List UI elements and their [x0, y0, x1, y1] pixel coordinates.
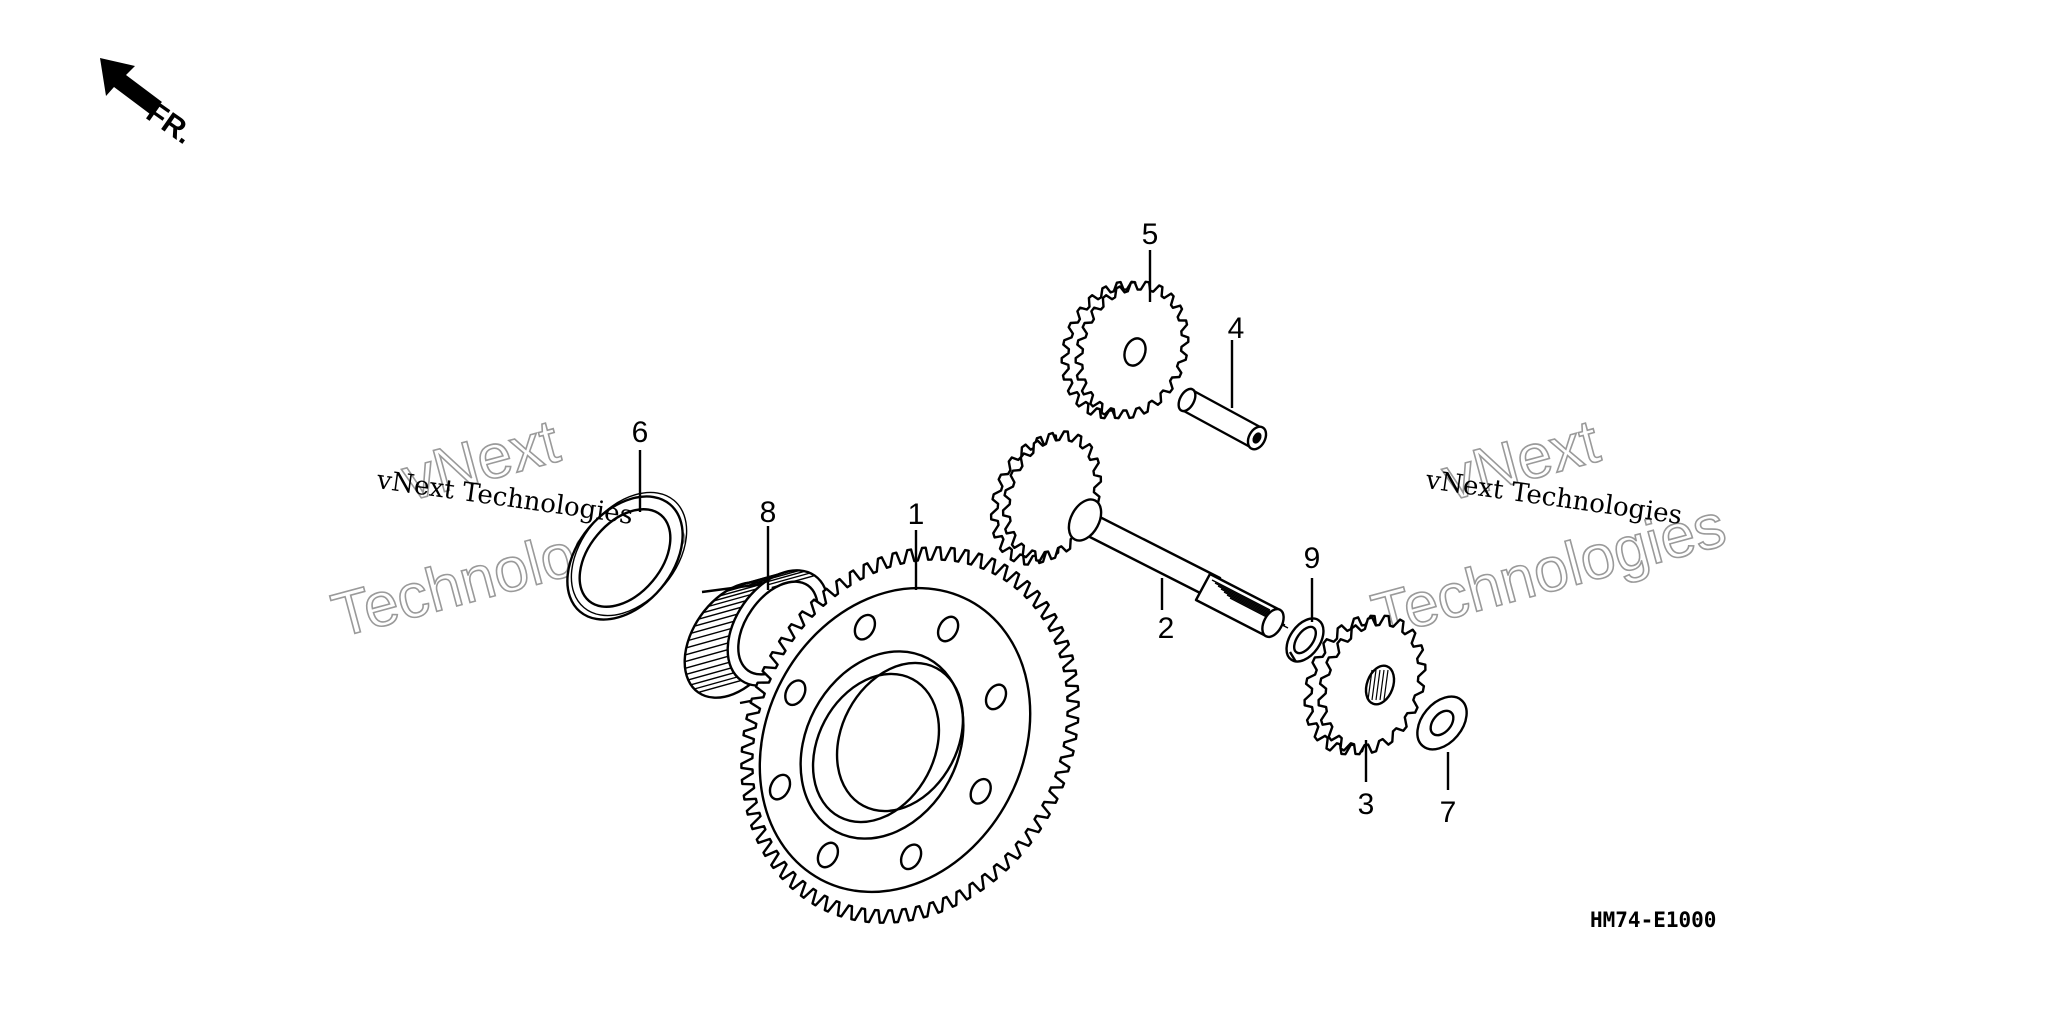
shaft-spline — [1211, 579, 1271, 611]
callout-7: 7 — [1440, 796, 1457, 829]
gear-spline — [1379, 669, 1385, 701]
part-7-washer — [1416, 695, 1468, 751]
callout-5: 5 — [1142, 218, 1159, 251]
needle-roller — [744, 570, 788, 585]
needle-roller — [698, 606, 742, 620]
part-4-pin — [1177, 387, 1268, 451]
shaft-spline — [1217, 585, 1277, 617]
bolt-hole — [853, 613, 877, 641]
needle-roller — [713, 588, 757, 602]
gear-spline — [1367, 669, 1373, 701]
bolt-hole — [984, 683, 1008, 711]
part-5-idle-gear — [1060, 280, 1190, 420]
needle-roller — [686, 661, 730, 675]
needle-roller — [684, 649, 728, 663]
gear-spline — [1383, 669, 1389, 701]
callout-4: 4 — [1228, 312, 1245, 345]
needle-roller — [684, 655, 729, 669]
needle-roller — [694, 613, 738, 627]
needle-roller — [686, 635, 730, 649]
shaft-spline — [1214, 582, 1274, 614]
needle-roller — [694, 676, 738, 690]
callout-1: 1 — [908, 498, 925, 531]
needle-roller — [690, 672, 735, 686]
leader-lines — [638, 250, 1450, 790]
callout-8: 8 — [760, 496, 777, 529]
drawing-code: HM74-E1000 — [1590, 908, 1716, 932]
front-arrow-icon — [100, 58, 162, 114]
gear-spline — [1371, 669, 1377, 701]
part-6-washer — [566, 491, 688, 621]
callout-6: 6 — [632, 416, 649, 449]
callout-3: 3 — [1358, 788, 1375, 821]
needle-roller — [756, 569, 800, 584]
needle-roller — [688, 667, 732, 681]
part-9-circlip — [1285, 617, 1325, 663]
bolt-hole — [936, 615, 960, 643]
needle-roller — [707, 593, 752, 608]
bolt-hole — [816, 841, 840, 869]
callout-2: 2 — [1158, 612, 1175, 645]
part-1-driven-gear — [740, 546, 1080, 924]
needle-roller — [750, 569, 794, 584]
needle-roller — [684, 642, 729, 656]
callout-9: 9 — [1304, 542, 1321, 575]
bolt-hole — [768, 773, 792, 801]
part-3-gear — [1303, 614, 1427, 756]
needle-roller — [766, 572, 811, 586]
needle-roller — [719, 583, 763, 597]
part-2-idle-shaft — [989, 430, 1289, 639]
needle-roller — [698, 679, 742, 694]
bolt-hole — [899, 843, 923, 871]
needle-roller — [688, 627, 732, 642]
bolt-hole — [784, 679, 807, 707]
needle-roller — [771, 574, 815, 589]
needle-roller — [690, 620, 735, 634]
gear-spline — [1375, 669, 1381, 701]
bolt-hole — [969, 777, 992, 805]
needle-roller — [702, 600, 747, 614]
